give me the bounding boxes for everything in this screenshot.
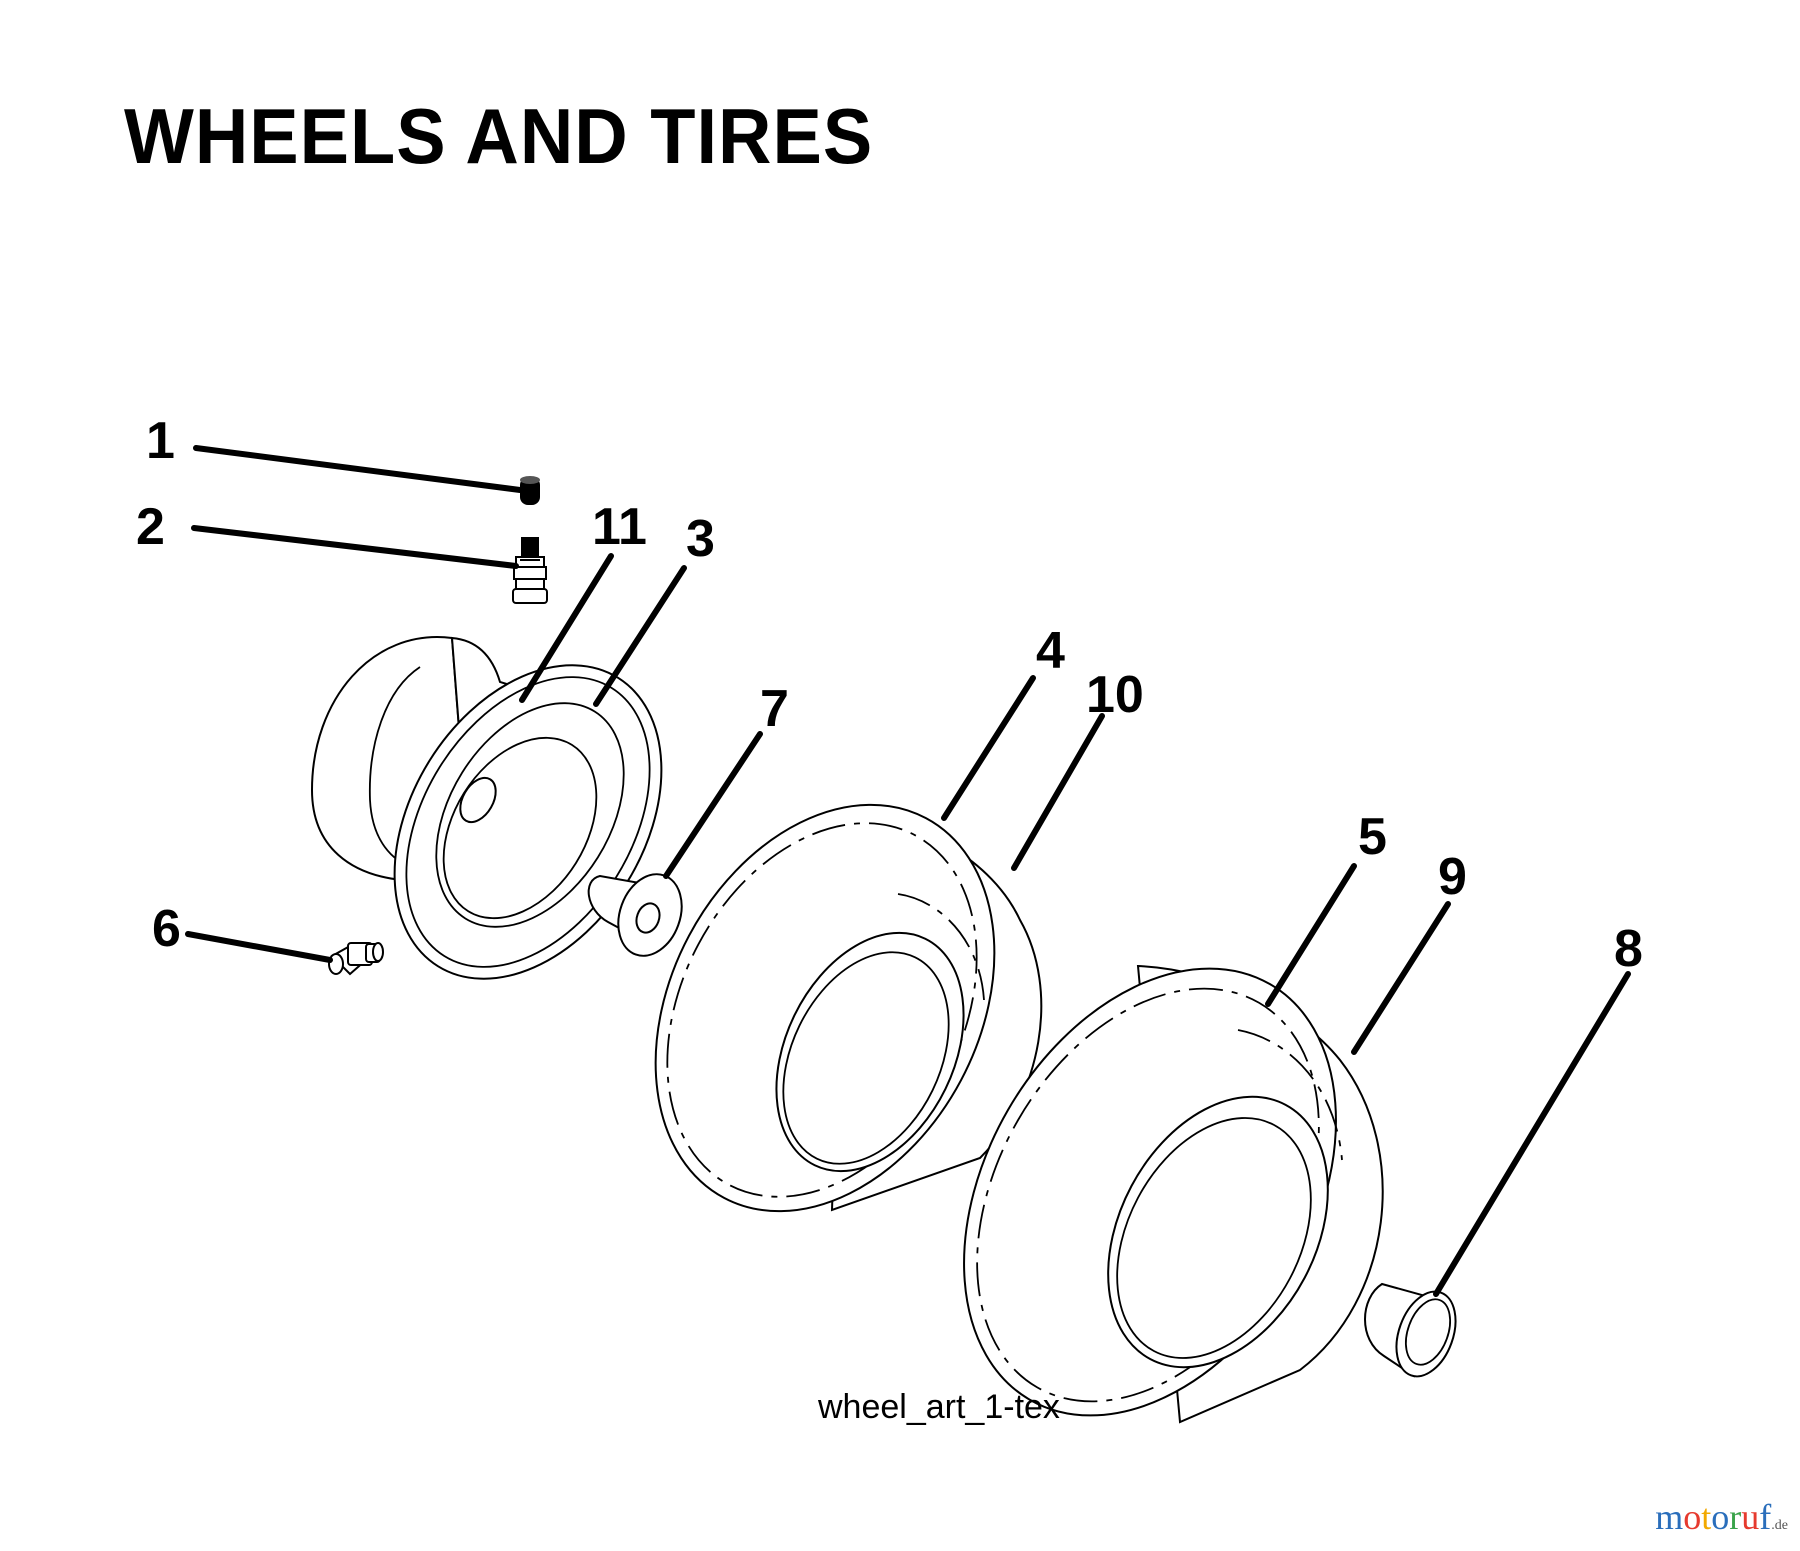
callout-7: 7 <box>760 680 789 738</box>
watermark-letter: f <box>1759 1497 1772 1537</box>
callout-3: 3 <box>686 510 715 568</box>
callout-10: 10 <box>1086 666 1144 724</box>
callout-6: 6 <box>152 900 181 958</box>
watermark-letter: o <box>1683 1497 1702 1537</box>
watermark-text: motoruf <box>1655 1499 1771 1535</box>
part-rim-assembly <box>310 636 663 980</box>
watermark-letter: t <box>1701 1497 1712 1537</box>
leader-7 <box>663 731 763 879</box>
callout-9: 9 <box>1438 848 1467 906</box>
callout-5: 5 <box>1358 808 1387 866</box>
leader-8 <box>1433 971 1631 1297</box>
leader-lines <box>185 445 1631 1297</box>
part-tire-rear <box>963 964 1384 1424</box>
page-title: WHEELS AND TIRES <box>124 92 874 180</box>
leader-3 <box>593 565 687 707</box>
leader-9 <box>1351 901 1451 1055</box>
watermark-tld: .de <box>1771 1518 1788 1533</box>
leader-1 <box>193 445 523 493</box>
leader-10 <box>1011 713 1105 871</box>
part-valve-stem <box>512 537 548 604</box>
leader-4 <box>941 675 1036 821</box>
part-grease-fitting <box>328 942 384 976</box>
leader-6 <box>185 931 333 963</box>
part-spacer <box>587 873 683 957</box>
callout-8: 8 <box>1614 920 1643 978</box>
part-hub-cap <box>1364 1282 1457 1378</box>
watermark-letter: o <box>1711 1497 1730 1537</box>
callout-2: 2 <box>136 498 165 556</box>
part-tire-front <box>654 803 1043 1213</box>
callout-1: 1 <box>146 412 175 470</box>
callout-4: 4 <box>1036 622 1065 680</box>
watermark-letter: m <box>1655 1497 1684 1537</box>
watermark-logo: motoruf.de <box>1655 1499 1788 1535</box>
leader-2 <box>191 525 519 569</box>
callout-11: 11 <box>592 498 647 556</box>
leader-5 <box>1265 863 1357 1007</box>
part-valve-cap <box>520 476 540 505</box>
callout-numbers: 1 2 3 4 5 6 7 8 9 10 11 <box>136 412 1643 978</box>
watermark-letter: u <box>1741 1497 1760 1537</box>
diagram-caption: wheel_art_1-tex <box>818 1388 1060 1426</box>
leader-11 <box>519 553 614 703</box>
watermark-letter: r <box>1729 1497 1742 1537</box>
